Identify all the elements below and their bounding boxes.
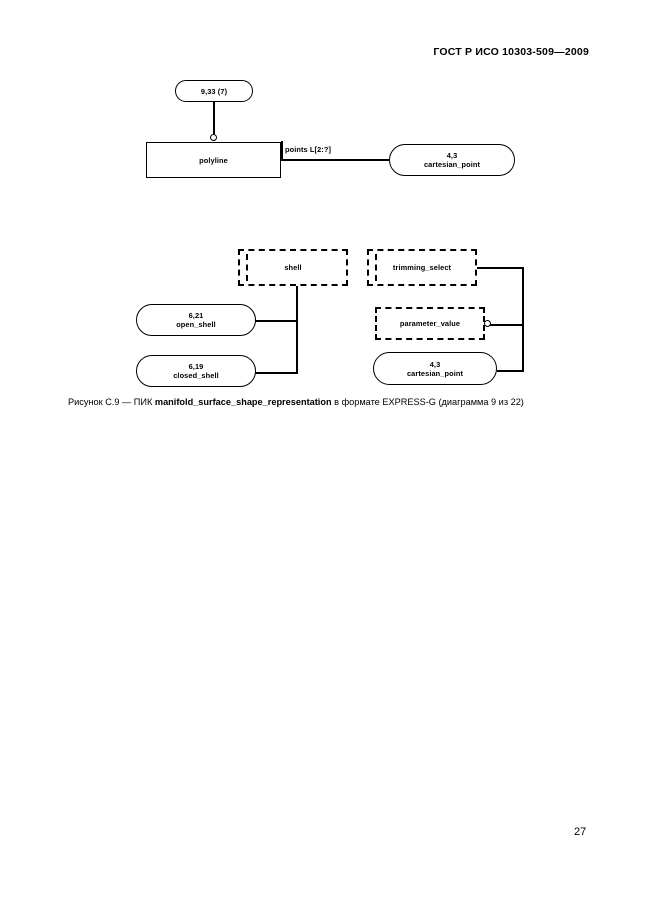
node-entity-polyline: polyline (146, 142, 281, 178)
connector-trimming-select-out (476, 267, 524, 269)
node-entity-polyline-label: polyline (199, 155, 228, 165)
connector-label-tick (281, 141, 283, 160)
connector-circle-polyline-top (210, 134, 217, 141)
node-page-reference-open-shell-name: open_shell (176, 320, 216, 329)
node-select-shell: shell (238, 249, 348, 286)
select-inner-divider (375, 254, 377, 281)
document-header-standard-number: ГОСТ Р ИСО 10303-509—2009 (433, 46, 589, 58)
connector-trimming-select-bus (522, 267, 524, 371)
connector-shell-bus (296, 286, 298, 374)
node-page-reference-closed-shell-ref: 6,19 (188, 362, 204, 371)
node-page-reference-cartesian-point-top-name: cartesian_point (423, 160, 481, 169)
edge-label-points: points L[2:?] (285, 145, 332, 154)
node-page-reference-cartesian-point-bottom-ref: 4,3 (429, 359, 441, 369)
node-page-reference-label: 9,33 (7) (200, 86, 228, 96)
node-defined-type-parameter-value: parameter_value (375, 307, 485, 340)
figure-caption-entity: manifold_surface_shape_representation (154, 397, 332, 407)
node-page-reference-9-33: 9,33 (7) (175, 80, 253, 102)
page-number: 27 (574, 826, 587, 838)
node-page-reference-open-shell: 6,21 open_shell (136, 304, 256, 336)
node-page-reference-open-shell-ref: 6,21 (188, 311, 204, 320)
node-page-reference-closed-shell: 6,19 closed_shell (136, 355, 256, 387)
node-select-shell-label: shell (284, 263, 302, 272)
connector-shell-to-open-shell (254, 320, 298, 322)
connector-bus-to-parameter-value (488, 324, 524, 326)
node-defined-type-parameter-value-label: parameter_value (399, 319, 461, 328)
node-select-trimming-select-label: trimming_select (392, 263, 452, 272)
node-page-reference-cartesian-point-bottom: 4,3 cartesian_point (373, 352, 497, 385)
select-inner-divider (246, 254, 248, 281)
connector-polyline-to-cartesian-point (281, 159, 391, 161)
node-page-reference-closed-shell-name: closed_shell (173, 371, 219, 380)
figure-caption-suffix: в формате EXPRESS-G (диаграмма 9 из 22) (331, 397, 524, 407)
connector-pageref-to-polyline (213, 101, 215, 141)
connector-shell-to-closed-shell (254, 372, 298, 374)
figure-caption-prefix: Рисунок С.9 — ПИК (68, 397, 155, 407)
node-page-reference-cartesian-point-bottom-name: cartesian_point (406, 368, 464, 378)
figure-caption: Рисунок С.9 — ПИК manifold_surface_shape… (68, 396, 598, 409)
node-page-reference-cartesian-point-top-ref: 4,3 (446, 151, 458, 160)
connector-circle-parameter-value (484, 320, 491, 327)
connector-bus-to-cartesian-point (497, 370, 524, 372)
node-select-trimming-select: trimming_select (367, 249, 477, 286)
node-page-reference-cartesian-point-top: 4,3 cartesian_point (389, 144, 515, 176)
